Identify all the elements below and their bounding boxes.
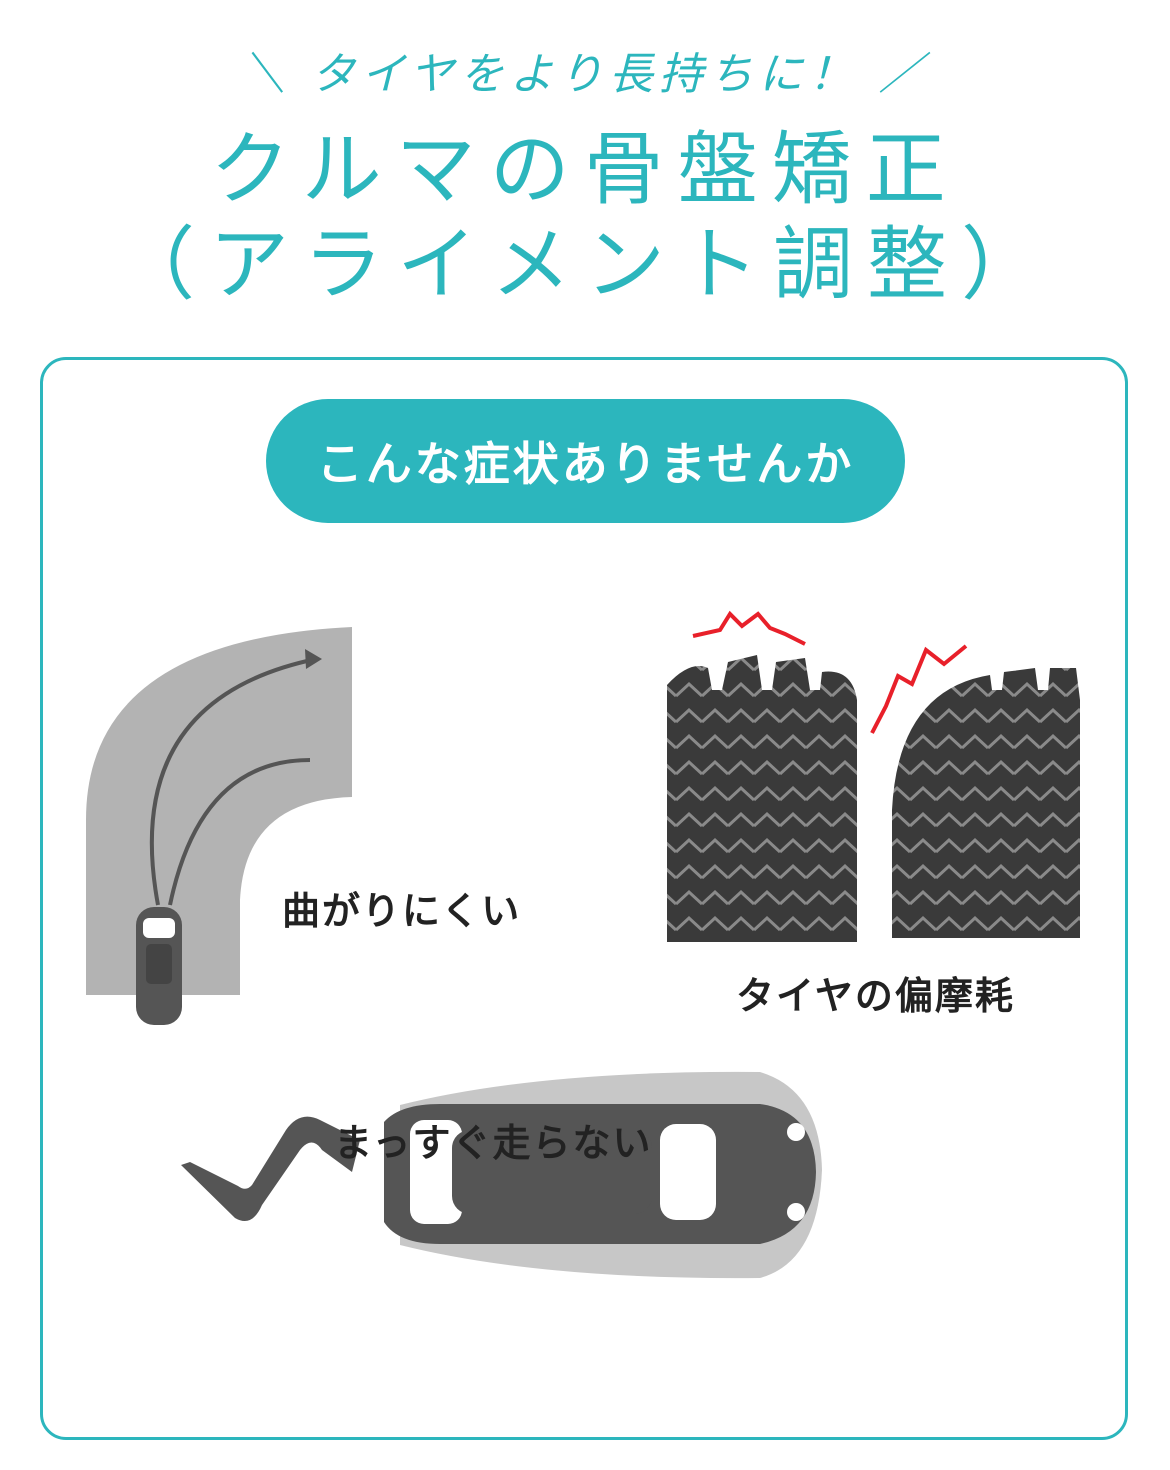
tagline: ＼ タイヤをより長持ちに！ ／ (241, 49, 929, 100)
symptom-label-uneven-wear: タイヤの偏摩耗 (736, 974, 1015, 1018)
symptoms-badge: こんな症状ありませんか (266, 399, 905, 523)
page-subtitle: （アライメント調整） (115, 218, 1055, 311)
page-title: クルマの骨盤矯正 (210, 123, 960, 216)
symptom-label-not-straight: まっすぐ走らない (334, 1121, 653, 1165)
symptom-label-hard-to-turn: 曲がりにくい (282, 889, 522, 933)
symptoms-card (40, 357, 1128, 1440)
